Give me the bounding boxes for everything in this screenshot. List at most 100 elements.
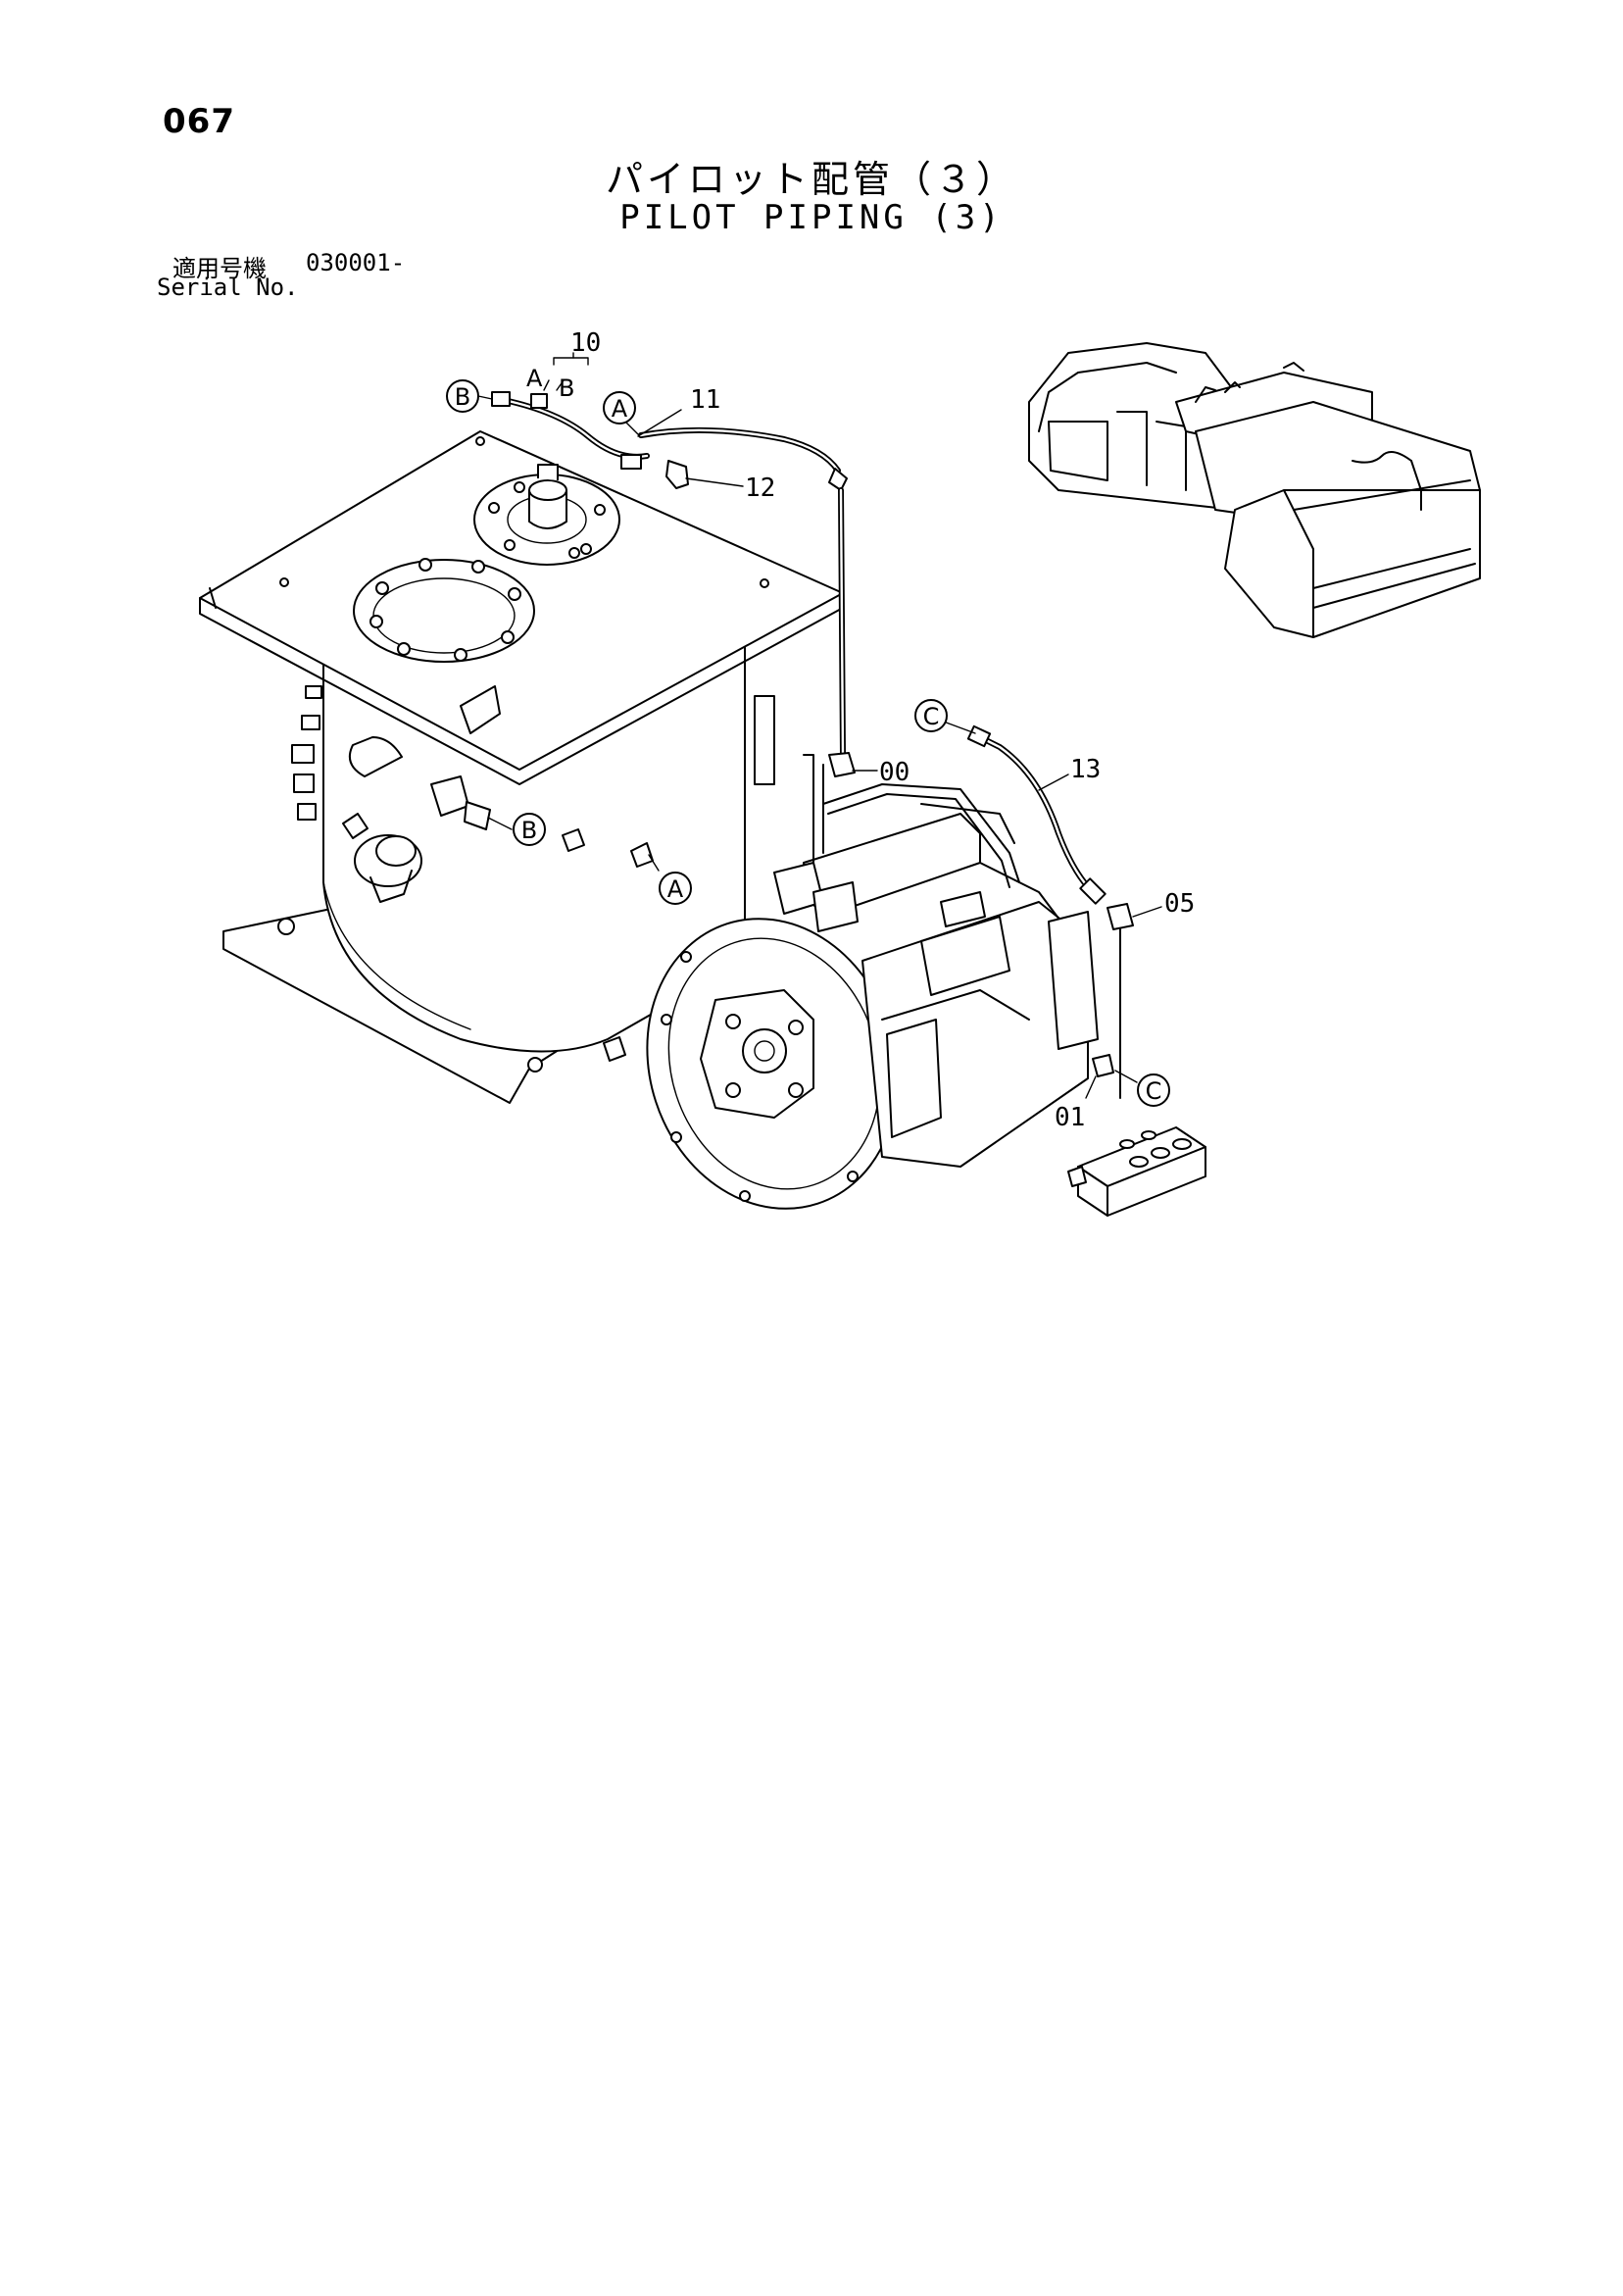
page-title-japanese: パイロット配管（３）: [605, 158, 1017, 201]
clamp-clip: [562, 828, 585, 852]
pilot-hose-13: [966, 724, 1107, 905]
pump-pilot-pipe-inner: [827, 793, 1010, 888]
part-callout-01: 01: [1055, 1103, 1085, 1132]
hydraulic-pump: [646, 754, 1114, 1210]
excavator-mirror: [1283, 362, 1304, 372]
reference-marker-b-upper: B: [446, 379, 479, 413]
leader-ref-b-lower: [487, 817, 513, 830]
hose-end-label-b: B: [559, 374, 574, 402]
pilot-hose-10: [491, 391, 650, 470]
reference-marker-a-lower: A: [659, 872, 692, 905]
breather-bolt: [488, 502, 500, 514]
part-callout-12: 12: [745, 474, 775, 503]
part-callout-11: 11: [690, 385, 720, 415]
pilot-hose-11: [638, 426, 848, 758]
breather-bolt: [594, 504, 606, 516]
tank-body-shade: [322, 881, 471, 1030]
tank-lid: [353, 559, 535, 663]
leader-ref-c-lower: [1114, 1070, 1138, 1083]
plate-bolt: [760, 578, 769, 588]
pump-shaft: [742, 1028, 787, 1073]
serial-label-english: Serial No.: [157, 274, 299, 301]
page-title-english: PILOT PIPING (3): [619, 198, 1004, 237]
tank-lid-bolts: [369, 558, 521, 662]
pump-fitting-01: [1092, 1054, 1114, 1077]
tank-bracket: [460, 685, 501, 734]
level-gauge: [754, 695, 775, 785]
pump-pilot-pipe: [822, 783, 1020, 883]
pump-side-block: [886, 1019, 942, 1138]
pump-pilot-bracket: [803, 754, 814, 775]
excavator-cab-pillar: [1116, 411, 1148, 486]
reference-letter-c: C: [1146, 1077, 1162, 1105]
page-number: 067: [163, 102, 235, 141]
pump-shaft-center: [754, 1040, 775, 1062]
leader-ref-b-upper: [477, 395, 493, 400]
return-port: [349, 736, 403, 777]
serial-number-range: 030001-: [306, 249, 406, 276]
pilot-valve-block: [1067, 1126, 1206, 1217]
part-callout-00: 00: [879, 758, 910, 787]
reference-letter-c: C: [923, 703, 940, 730]
base-bolt: [527, 1057, 543, 1073]
reference-marker-c-upper: C: [914, 699, 948, 732]
breather-cap: [528, 489, 567, 529]
breather-cap-top: [528, 479, 567, 501]
reference-marker-a-upper: A: [603, 391, 636, 424]
breather-nozzle: [537, 464, 559, 480]
hose-10-end-a: [491, 391, 511, 407]
hose-11-elbow: [828, 468, 848, 491]
pump-rear-flange: [1048, 911, 1099, 1050]
strainer-cap: [375, 835, 417, 867]
hydraulic-tank: [199, 430, 844, 1104]
elbow-fitting-05: [1107, 903, 1134, 930]
regulator-fitting: [940, 891, 986, 927]
hose-clamp-12: [665, 460, 689, 489]
leader-ref-c-upper: [940, 720, 976, 734]
regulator-valve-left-lower: [812, 881, 859, 932]
serial-label-japanese: 適用号機: [172, 255, 267, 282]
excavator-handrail-2: [1195, 386, 1216, 403]
base-clip: [603, 1036, 626, 1062]
breather-bolt: [568, 547, 580, 559]
leader-13: [1038, 774, 1069, 791]
excavator-cab-door: [1048, 421, 1108, 481]
leader-10-a: [543, 379, 550, 391]
excavator-counterweight: [1224, 489, 1481, 638]
breather-bolt: [580, 543, 592, 555]
hose-13-end-bottom: [1079, 877, 1107, 905]
leader-lines: [477, 352, 1162, 1099]
base-bolt: [277, 918, 295, 935]
strainer-body: [369, 870, 413, 903]
tank-top-corner: [209, 587, 217, 609]
bracket-10: [553, 357, 589, 366]
reference-marker-b-lower: B: [513, 813, 546, 846]
reference-letter-b: B: [521, 817, 537, 844]
regulator-valve-right: [920, 916, 1010, 996]
leader-05: [1132, 906, 1162, 918]
leader-11: [637, 409, 682, 437]
plate-bolt: [279, 577, 289, 587]
elbow-fitting-00: [828, 752, 856, 777]
excavator-counterweight-line-3: [1312, 563, 1476, 609]
plate-bolt: [475, 436, 485, 446]
leader-10-b: [556, 379, 565, 391]
hose-10-ferrule: [530, 393, 548, 409]
pressure-switch-fitting: [464, 801, 491, 830]
reference-letter-b: B: [455, 383, 470, 411]
leader-ref-a-lower: [648, 854, 660, 872]
excavator-piping-highlight: [1352, 451, 1412, 464]
excavator-counterweight-line: [1293, 479, 1471, 511]
reference-marker-c-lower: C: [1137, 1073, 1170, 1107]
excavator-piping-highlight-2: [1410, 460, 1422, 511]
part-callout-05: 05: [1164, 889, 1195, 919]
reference-letter-a: A: [612, 395, 628, 423]
pump-casing-seam: [881, 989, 1030, 1021]
part-callout-13: 13: [1070, 755, 1101, 784]
hose-10-end-b: [620, 454, 642, 470]
excavator-counterweight-line-2: [1312, 548, 1471, 589]
leader-01: [1085, 1075, 1097, 1099]
excavator-cab-window: [1038, 362, 1177, 432]
leader-12: [685, 477, 744, 487]
